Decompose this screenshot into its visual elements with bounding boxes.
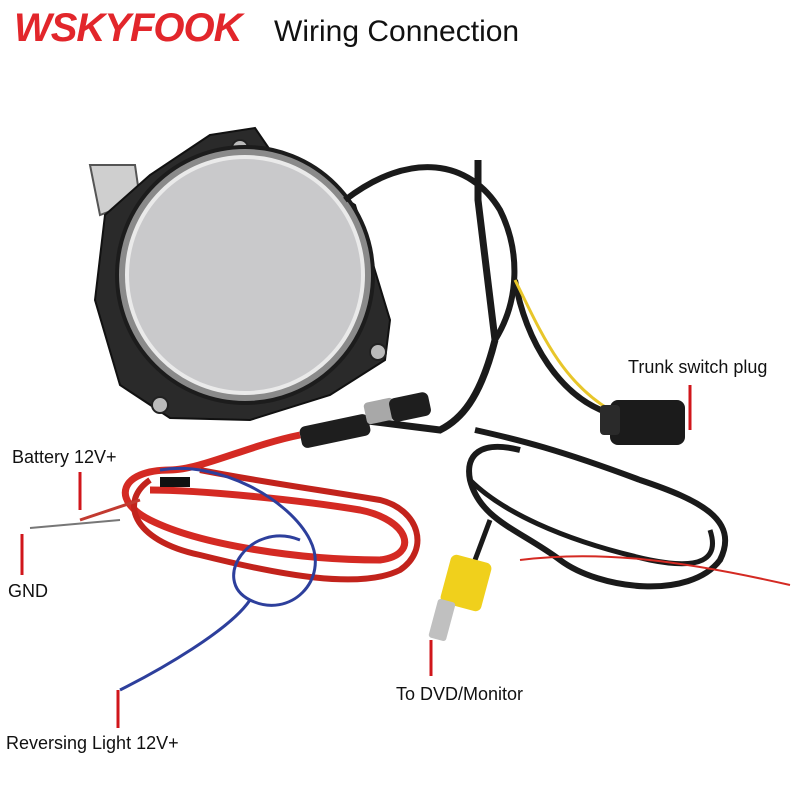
blue-wire [119,467,317,692]
leader-lines [20,385,692,728]
label-gnd: GND [8,581,48,601]
label-battery: Battery 12V+ [12,447,117,467]
video-connector [299,392,431,448]
speaker-housing [88,126,392,422]
label-reversing-light: Reversing Light 12V+ [6,733,179,753]
page-title: Wiring Connection [274,15,520,48]
rca-connector [428,519,493,641]
label-trunk-switch: Trunk switch plug [628,357,768,377]
trunk-switch-connector [513,279,685,445]
thin-red-wire [519,555,791,586]
label-dvd-monitor: To DVD/Monitor [396,684,524,704]
brand-logo: WSKYFOOK [14,6,243,50]
black-harness [343,160,729,590]
